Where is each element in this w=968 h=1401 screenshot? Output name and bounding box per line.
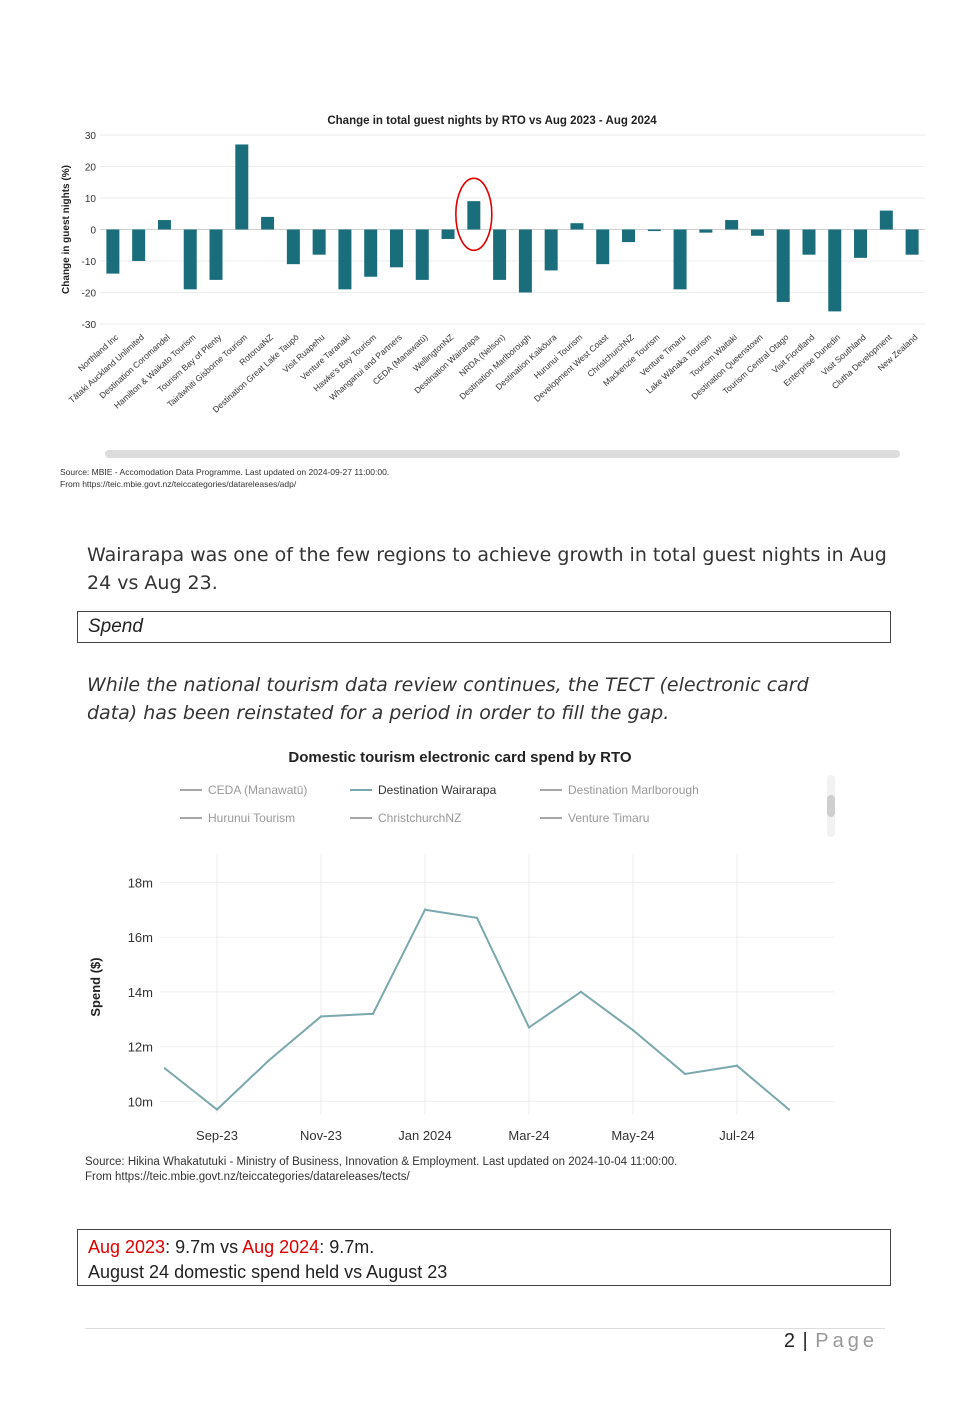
spend-summary-line: August 24 domestic spend held vs August … <box>88 1262 448 1282</box>
chart1-bar <box>389 229 403 268</box>
chart2-ytick-label: 12m <box>128 1040 153 1055</box>
series-point <box>735 1064 739 1067</box>
chart1-source-line2: From https://teic.mbie.govt.nz/teiccateg… <box>60 479 297 489</box>
chart1-ylabel: Change in guest nights (%) <box>61 165 72 294</box>
aug-2024-value: : 9.7m. <box>319 1237 375 1257</box>
series-point <box>475 916 479 920</box>
highlight-circle <box>455 177 493 252</box>
spend-summary-box: Aug 2023: 9.7m vs Aug 2024: 9.7m. August… <box>77 1229 891 1286</box>
chart1-bar <box>415 229 429 280</box>
legend-item: ChristchurchNZ <box>378 811 461 825</box>
chart2-xtick-label: Mar-24 <box>508 1128 549 1143</box>
chart1-bar <box>725 220 739 230</box>
chart1-bar <box>699 229 713 233</box>
chart1-ytick-label: -20 <box>82 289 97 300</box>
chart1-bar <box>518 229 532 293</box>
card-spend-line-chart: Domestic tourism electronic card spend b… <box>85 749 835 1183</box>
chart1-ytick-label: -30 <box>82 320 97 331</box>
series-point <box>631 1028 635 1032</box>
series-point <box>163 1067 167 1070</box>
chart1-bar <box>209 229 223 280</box>
chart2-xtick-label: Sep-23 <box>196 1128 238 1143</box>
chart1-bar <box>312 229 326 255</box>
chart1-bar <box>493 229 507 280</box>
chart1-bar <box>647 229 661 232</box>
chart2-ytick-label: 16m <box>128 930 153 945</box>
chart1-bar <box>106 229 120 274</box>
chart1-bar <box>750 229 764 236</box>
chart1-ytick-label: -10 <box>82 257 97 268</box>
chart1-bar <box>286 229 300 265</box>
chart1-source-line1: Source: MBIE - Accomodation Data Program… <box>60 467 389 477</box>
chart1-bar <box>441 229 455 239</box>
page-separator: | <box>802 1330 809 1352</box>
chart1-bar <box>570 223 584 230</box>
legend-item: CEDA (Manawatū) <box>208 783 307 797</box>
chart2-xtick-label: May-24 <box>611 1128 654 1143</box>
chart2-xtick-label: Jul-24 <box>719 1128 754 1143</box>
aug-2023-label: Aug 2023 <box>88 1237 166 1257</box>
spend-heading-text: Spend <box>88 616 143 637</box>
series-point <box>683 1072 687 1076</box>
chart2-ytick-label: 10m <box>128 1094 153 1109</box>
aug-2023-value: : 9.7m vs <box>165 1237 243 1257</box>
legend-item: Venture Timaru <box>568 811 649 825</box>
page-footer: 2 | Page <box>784 1330 878 1353</box>
series-point <box>319 1015 323 1018</box>
chart1-scrollbar <box>105 450 900 458</box>
chart1-bar <box>157 220 171 230</box>
chart1-ytick-label: 0 <box>90 226 96 237</box>
legend-scroll-thumb <box>827 795 835 817</box>
chart1-bar <box>879 210 893 230</box>
chart1-bar <box>364 229 378 277</box>
chart1-ytick-label: 30 <box>85 131 97 142</box>
chart1-bar <box>338 229 352 290</box>
legend-item: Hurunui Tourism <box>208 811 295 825</box>
chart2-ytick-label: 18m <box>128 875 153 890</box>
series-point <box>215 1108 219 1111</box>
chart2-source-line2: From https://teic.mbie.govt.nz/teiccateg… <box>85 1171 411 1183</box>
page-number: 2 <box>783 1330 796 1352</box>
chart1-bar <box>673 229 687 290</box>
page-word: Page <box>815 1330 878 1352</box>
guest-nights-bar-chart: Change in total guest nights by RTO vs A… <box>60 115 925 489</box>
series-point <box>787 1108 791 1111</box>
chart1-bar <box>235 144 249 230</box>
chart1-bar <box>544 229 558 271</box>
chart1-bar <box>622 229 636 243</box>
chart2-source-line1: Source: Hikina Whakatutuki - Ministry of… <box>85 1156 677 1168</box>
chart1-bar <box>905 229 919 255</box>
series-point <box>423 908 427 911</box>
chart1-bar <box>802 229 816 255</box>
footer-divider <box>85 1328 885 1329</box>
chart2-title: Domestic tourism electronic card spend b… <box>288 749 631 766</box>
series-point <box>527 1026 531 1029</box>
series-point <box>371 1012 375 1015</box>
chart2-xtick-label: Nov-23 <box>300 1128 342 1143</box>
chart1-bar <box>467 201 481 230</box>
wairarapa-growth-paragraph: Wairarapa was one of the few regions to … <box>87 544 887 594</box>
chart1-bar <box>132 229 146 261</box>
legend-item: Destination Marlborough <box>568 783 699 797</box>
chart1-bar <box>828 229 842 312</box>
chart1-ytick-label: 20 <box>85 163 97 174</box>
chart1-ytick-label: 10 <box>85 194 97 205</box>
spend-heading: Spend <box>77 611 891 643</box>
chart2-xtick-label: Jan 2024 <box>398 1128 452 1143</box>
chart1-bar <box>776 229 790 302</box>
chart2-ytick-label: 14m <box>128 985 153 1000</box>
series-point <box>267 1059 271 1062</box>
chart1-title: Change in total guest nights by RTO vs A… <box>327 115 657 127</box>
chart2-ylabel: Spend ($) <box>88 957 103 1016</box>
legend-item: Destination Wairarapa <box>378 783 497 797</box>
chart1-bar <box>261 216 275 230</box>
aug-2024-label: Aug 2024 <box>242 1237 320 1257</box>
chart1-bar <box>596 229 610 265</box>
spend-comparison-line: Aug 2023: 9.7m vs Aug 2024: 9.7m. <box>88 1235 880 1260</box>
series-point <box>579 990 583 994</box>
series-line-destination-wairarapa <box>164 908 790 1111</box>
chart1-bar <box>854 229 868 258</box>
tect-note: While the national tourism data review c… <box>87 674 809 724</box>
chart1-bar <box>183 229 197 290</box>
